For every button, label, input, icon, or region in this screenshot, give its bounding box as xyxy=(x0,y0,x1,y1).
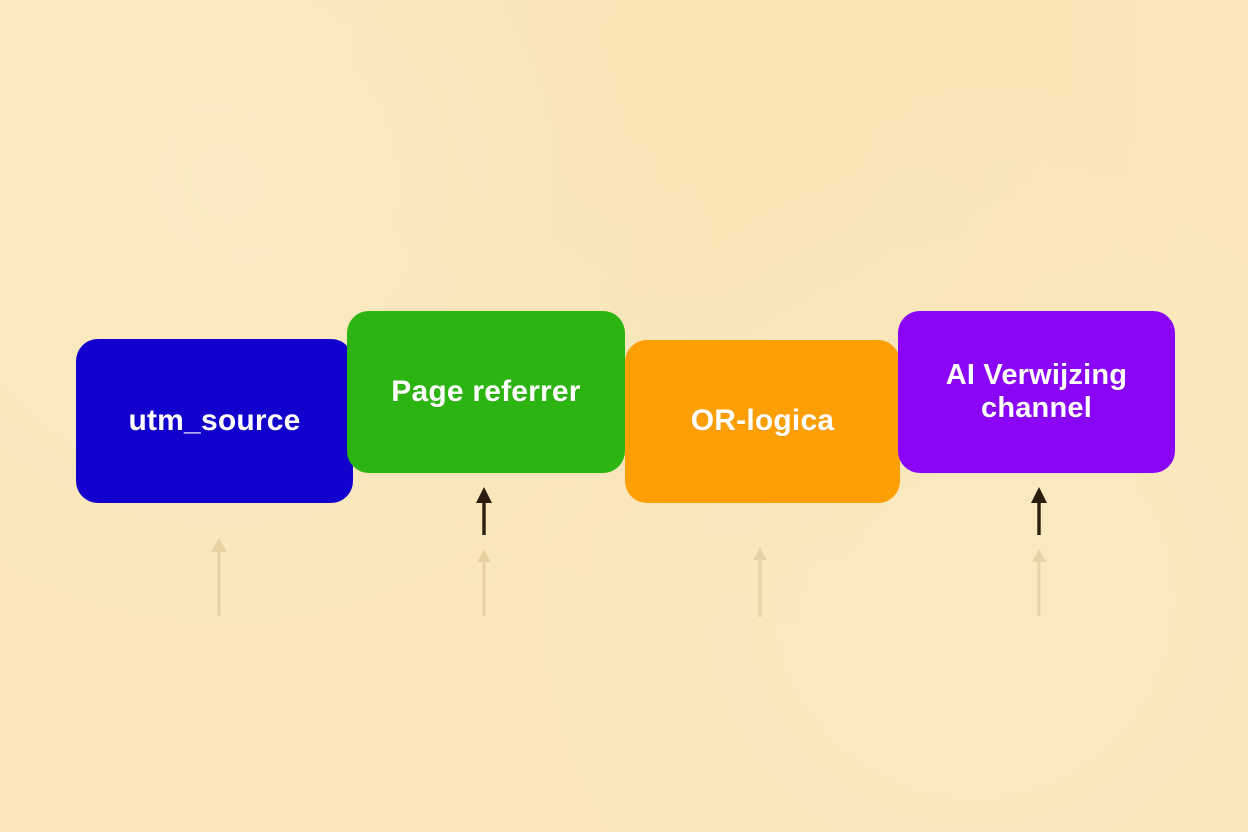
node-page-referrer[interactable]: Page referrer xyxy=(347,311,625,473)
ghost-arrow-up-icon xyxy=(748,545,772,619)
node-ai-verwijzing-channel[interactable]: AI Verwijzing channel xyxy=(898,311,1175,473)
node-utm-source[interactable]: utm_source xyxy=(76,339,353,503)
arrow-up-icon xyxy=(1027,486,1051,536)
node-label: AI Verwijzing channel xyxy=(945,358,1128,424)
node-label: utm_source xyxy=(128,403,301,437)
ghost-arrow-up-icon xyxy=(207,536,231,618)
node-label: Page referrer xyxy=(391,374,581,408)
node-label: OR-logica xyxy=(690,404,835,438)
arrow-up-icon xyxy=(472,486,496,536)
ghost-arrow-up-icon xyxy=(1027,548,1051,618)
node-or-logica[interactable]: OR-logica xyxy=(625,340,900,503)
ghost-arrow-up-icon xyxy=(472,548,496,618)
